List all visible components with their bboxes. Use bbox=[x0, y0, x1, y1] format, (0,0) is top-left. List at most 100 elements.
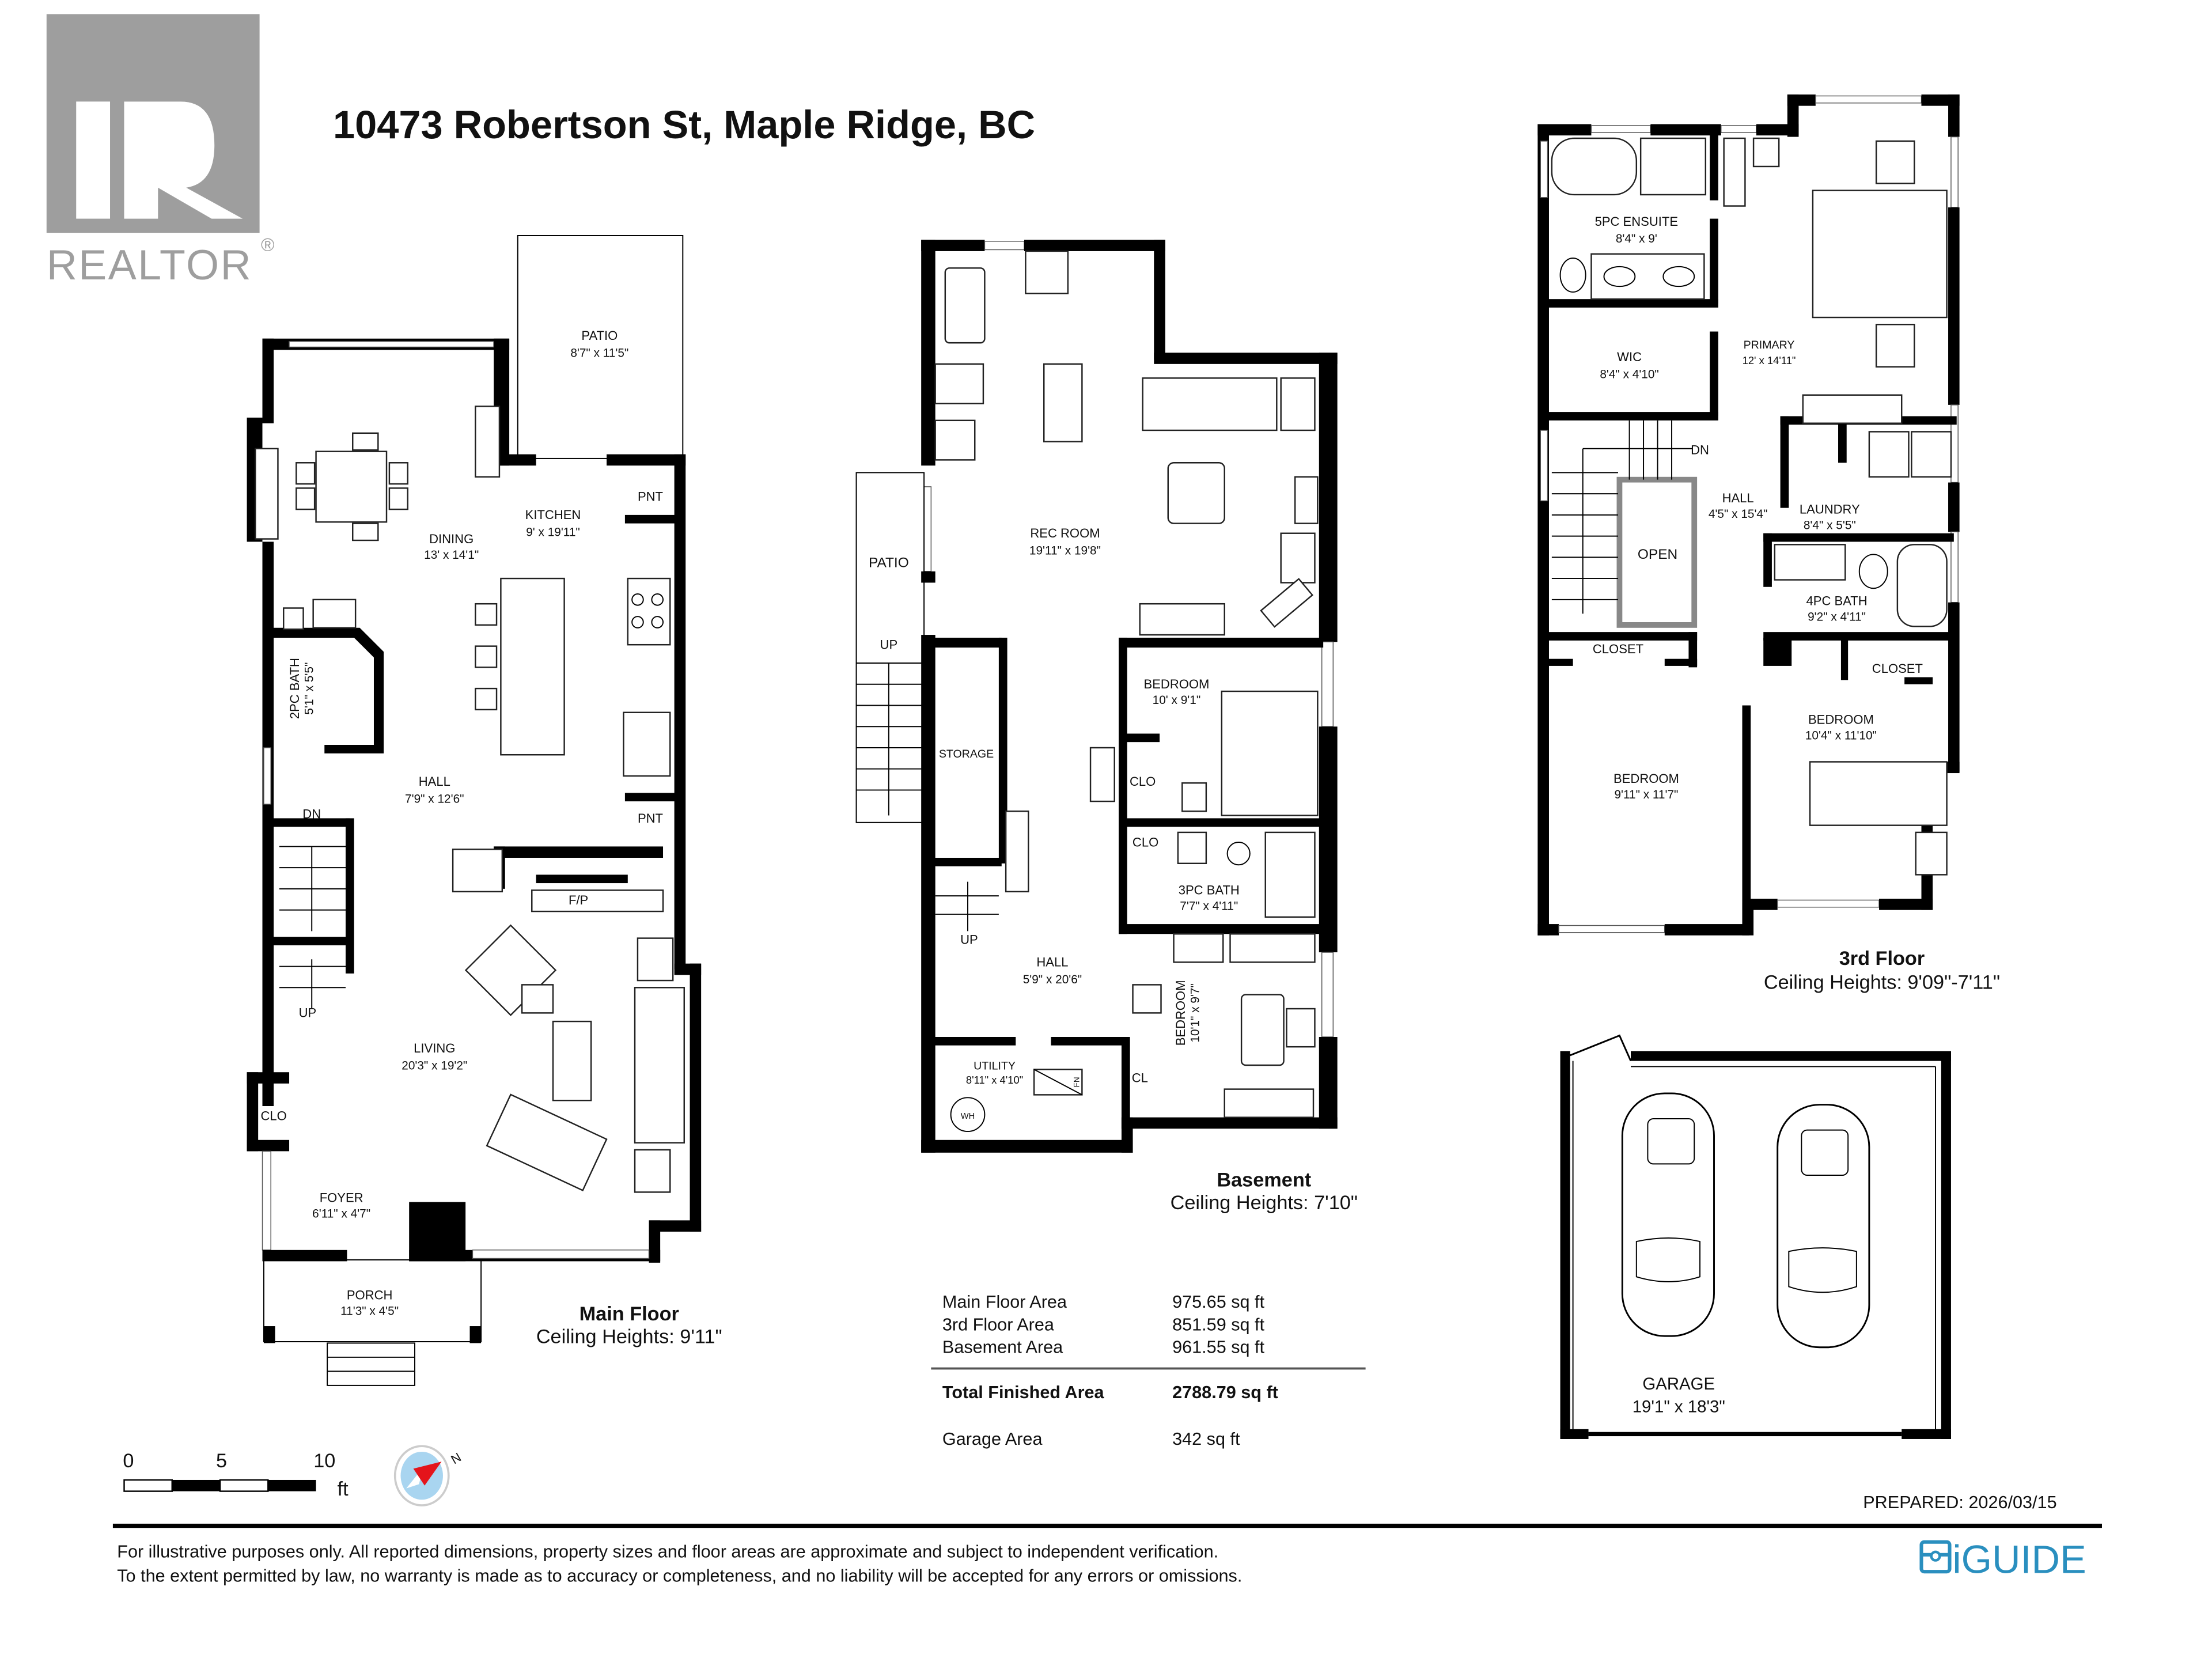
disclaimer-line-1: For illustrative purposes only. All repo… bbox=[117, 1542, 1218, 1562]
area-label: Basement Area bbox=[942, 1338, 1063, 1357]
garage-area-label: Garage Area bbox=[942, 1429, 1043, 1449]
room-dims: 8'4" x 9' bbox=[1616, 232, 1657, 245]
basement-plan: REC ROOM 19'11" x 19'8" PATIO UP STORAGE… bbox=[855, 240, 1358, 1214]
bathtub bbox=[1551, 137, 1638, 196]
room-dims: 4'5" x 15'4" bbox=[1709, 508, 1767, 521]
room-name: DINING bbox=[429, 532, 474, 546]
sofa bbox=[634, 987, 685, 1144]
room-dims: 8'4" x 5'5" bbox=[1804, 518, 1856, 532]
stairs-down-label: DN bbox=[1691, 443, 1709, 457]
fireplace-label: F/P bbox=[569, 893, 588, 907]
compass-north-letter: N bbox=[449, 1450, 464, 1467]
room-dims: 5'1" x 5'5" bbox=[303, 662, 316, 715]
total-area-value: 2788.79 sq ft bbox=[1172, 1383, 1278, 1402]
scale-tick: 0 bbox=[123, 1450, 134, 1472]
room-name: CL bbox=[1132, 1070, 1148, 1085]
footer-divider bbox=[112, 1523, 2102, 1528]
room-dims: 9'2" x 4'11" bbox=[1808, 611, 1866, 624]
room-dims: 10' x 9'1" bbox=[1153, 694, 1201, 707]
porch-outline bbox=[263, 1259, 482, 1342]
water-heater-label: WH bbox=[961, 1112, 975, 1121]
area-label: 3rd Floor Area bbox=[942, 1315, 1055, 1334]
room-dims: 10'4" x 11'10" bbox=[1805, 729, 1877, 742]
room-dims: 9'11" x 11'7" bbox=[1614, 788, 1678, 801]
room-name: REC ROOM bbox=[1030, 526, 1100, 540]
bed bbox=[1812, 190, 1948, 319]
room-name: LIVING bbox=[414, 1041, 455, 1055]
room-name: CLO bbox=[260, 1108, 286, 1123]
third-floor-plan: 5PC ENSUITE 8'4" x 9' PRIMARY 12' x 14'1… bbox=[1537, 94, 2000, 994]
room-dims: 10'1" x 9'7" bbox=[1189, 983, 1202, 1043]
room-name: PRIMARY bbox=[1744, 339, 1795, 351]
water-heater-icon bbox=[950, 1097, 986, 1133]
room-dims: 12' x 14'11" bbox=[1743, 354, 1796, 366]
registered-mark: ® bbox=[261, 234, 274, 255]
room-name: PORCH bbox=[347, 1288, 393, 1303]
room-dims: 20'3" x 19'2" bbox=[402, 1059, 467, 1072]
floor-label: Main Floor bbox=[579, 1303, 679, 1325]
room-dims: 19'11" x 19'8" bbox=[1029, 544, 1101, 557]
room-dims: 13' x 14'1" bbox=[424, 548, 479, 562]
scale-tick: 10 bbox=[313, 1450, 335, 1472]
room-name: 5PC ENSUITE bbox=[1595, 214, 1678, 229]
room-dims: 7'7" x 4'11" bbox=[1180, 900, 1238, 913]
room-name: HALL bbox=[1722, 491, 1754, 505]
realtor-logo: REALTOR ® bbox=[46, 14, 275, 289]
room-name: PNT bbox=[638, 811, 663, 826]
room-name: PATIO bbox=[581, 328, 618, 343]
ceiling-height: Ceiling Heights: 7'10" bbox=[1171, 1192, 1358, 1214]
area-summary-table: Main Floor Area 975.65 sq ft 3rd Floor A… bbox=[931, 1292, 1366, 1449]
car-icon bbox=[1621, 1092, 1715, 1337]
room-name: CLO bbox=[1130, 774, 1156, 789]
scale-unit: ft bbox=[338, 1478, 349, 1500]
prepared-date: PREPARED: 2026/03/15 bbox=[1863, 1493, 2056, 1512]
ceiling-height: Ceiling Heights: 9'09"-7'11" bbox=[1764, 972, 2000, 994]
room-name: LAUNDRY bbox=[1800, 502, 1860, 516]
room-name: UTILITY bbox=[974, 1059, 1016, 1072]
bed bbox=[1809, 761, 1948, 826]
stairs-up-label: UP bbox=[299, 1006, 317, 1020]
stairs-up-label: UP bbox=[880, 638, 898, 652]
open-to-below-label: OPEN bbox=[1638, 547, 1677, 562]
garage-plan: GARAGE 19'1" x 18'3" bbox=[1560, 1034, 1951, 1439]
disclaimer-line-2: To the extent permitted by law, no warra… bbox=[117, 1566, 1242, 1585]
room-name: CLOSET bbox=[1872, 661, 1923, 676]
room-dims: 8'11" x 4'10" bbox=[966, 1074, 1023, 1086]
garage-area-value: 342 sq ft bbox=[1172, 1429, 1240, 1449]
room-name: CLO bbox=[1132, 835, 1158, 849]
room-name: 3PC BATH bbox=[1179, 883, 1240, 898]
room-name: 4PC BATH bbox=[1806, 594, 1868, 608]
iguide-logo-text: iGUIDE bbox=[1952, 1538, 2086, 1582]
area-value: 961.55 sq ft bbox=[1172, 1338, 1264, 1357]
dining-table bbox=[315, 450, 388, 523]
room-dims: 7'9" x 12'6" bbox=[405, 792, 464, 805]
room-name: HALL bbox=[1036, 955, 1068, 970]
room-name: BEDROOM bbox=[1173, 980, 1188, 1046]
realtor-logo-text: REALTOR bbox=[47, 241, 252, 289]
stairs-up-label: UP bbox=[960, 932, 978, 947]
room-name: 2PC BATH bbox=[287, 658, 302, 719]
patio-outline bbox=[517, 235, 684, 459]
stove-icon bbox=[627, 577, 671, 646]
room-dims: 6'11" x 4'7" bbox=[312, 1207, 370, 1220]
car-icon bbox=[1777, 1104, 1870, 1349]
scale-tick: 5 bbox=[216, 1450, 227, 1472]
room-name: BEDROOM bbox=[1144, 677, 1210, 691]
floor-label: Basement bbox=[1217, 1169, 1311, 1191]
room-dims: 5'9" x 20'6" bbox=[1023, 973, 1082, 986]
ceiling-height: Ceiling Heights: 9'11" bbox=[536, 1326, 722, 1347]
room-dims: 9' x 19'11" bbox=[526, 526, 580, 539]
total-area-label: Total Finished Area bbox=[942, 1383, 1105, 1402]
room-name: HALL bbox=[419, 774, 450, 789]
room-name: PNT bbox=[638, 489, 663, 503]
room-dims: 8'4" x 4'10" bbox=[1600, 368, 1659, 381]
room-name: CLOSET bbox=[1593, 642, 1643, 656]
area-value: 851.59 sq ft bbox=[1172, 1315, 1264, 1334]
room-name: BEDROOM bbox=[1808, 712, 1874, 726]
floor-label: 3rd Floor bbox=[1839, 948, 1925, 970]
room-name: STORAGE bbox=[939, 748, 994, 760]
room-name: WIC bbox=[1617, 350, 1642, 364]
kitchen-island bbox=[500, 577, 565, 756]
